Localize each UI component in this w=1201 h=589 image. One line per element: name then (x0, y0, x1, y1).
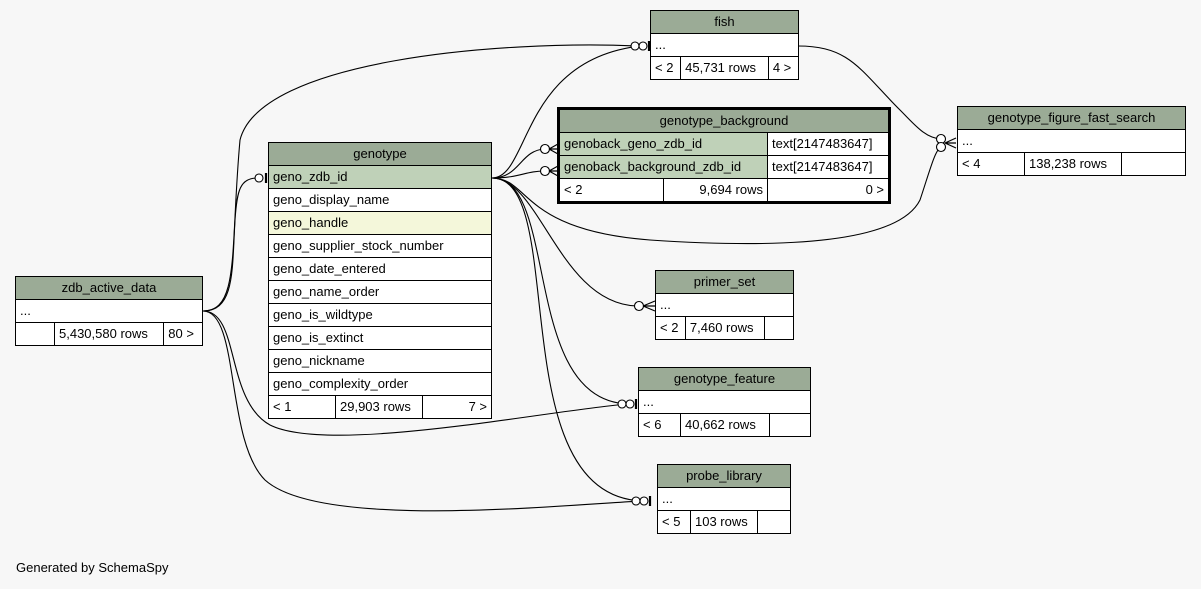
column-ellipsis: ... (15, 299, 203, 323)
children-count[interactable]: 80 > (163, 322, 203, 346)
crowfoot-fork (944, 137, 957, 149)
column-geno-is-extinct[interactable]: geno_is_extinct (268, 326, 492, 350)
crowfoot-circle (539, 143, 551, 155)
crowfoot-circle (630, 41, 640, 51)
column-geno-is-wildtype[interactable]: geno_is_wildtype (268, 303, 492, 327)
row-count: 138,238 rows (1024, 152, 1122, 176)
table-title[interactable]: fish (650, 10, 799, 34)
crowfoot-circle (633, 300, 645, 312)
edge-genotype-feature (491, 177, 629, 405)
table-probe-library[interactable]: probe_library ... < 5 103 rows (657, 464, 791, 534)
row-count: 7,460 rows (684, 316, 766, 340)
column-ellipsis: ... (655, 293, 794, 317)
parents-count[interactable]: < 5 (657, 510, 691, 534)
edge-zdb-probe-library (202, 310, 643, 512)
parents-count[interactable]: < 1 (268, 395, 336, 419)
table-title[interactable]: probe_library (657, 464, 791, 488)
table-title[interactable]: genotype_feature (638, 367, 811, 391)
crowfoot-fork (548, 143, 559, 155)
row-count: 103 rows (690, 510, 758, 534)
edge-genotype-gffs (491, 146, 942, 245)
column-type: text[2147483647] (767, 132, 889, 156)
children-count[interactable] (1121, 152, 1186, 176)
edge-genotype-probe (491, 177, 643, 502)
edge-zdb-genotype-feature (202, 310, 629, 436)
column-geno-date-entered[interactable]: geno_date_entered (268, 257, 492, 281)
table-title[interactable]: genotype_background (559, 109, 889, 133)
row-count: 29,903 rows (335, 395, 423, 419)
column-geno-supplier-stock-number[interactable]: geno_supplier_stock_number (268, 234, 492, 258)
column-geno-display-name[interactable]: geno_display_name (268, 188, 492, 212)
column-geno-name-order[interactable]: geno_name_order (268, 280, 492, 304)
column-ellipsis: ... (650, 33, 799, 57)
generated-by-label: Generated by SchemaSpy (16, 560, 169, 575)
crowfoot-circle (254, 173, 264, 183)
parents-count[interactable]: < 4 (957, 152, 1025, 176)
children-count[interactable] (764, 316, 794, 340)
column-type: text[2147483647] (767, 155, 889, 179)
column-ellipsis: ... (657, 487, 791, 511)
column-geno-handle[interactable]: geno_handle (268, 211, 492, 235)
crowfoot-circle (625, 399, 635, 409)
column-ellipsis: ... (638, 390, 811, 414)
parents-count[interactable]: < 2 (649, 56, 682, 80)
column-genoback-background-zdb-id[interactable]: genoback_background_zdb_id (559, 155, 768, 179)
column-genoback-geno-zdb-id[interactable]: genoback_geno_zdb_id (559, 132, 768, 156)
edge-zdb-fish (202, 44, 639, 312)
edge-genotype-fish (491, 45, 641, 179)
table-primer-set[interactable]: primer_set ... < 2 7,460 rows (655, 270, 794, 340)
children-count[interactable] (769, 413, 811, 437)
children-count[interactable]: 7 > (422, 395, 492, 419)
table-genotype[interactable]: genotype geno_zdb_id geno_display_name g… (268, 142, 492, 419)
table-genotype-background[interactable]: genotype_background genoback_geno_zdb_id… (557, 107, 891, 204)
column-geno-complexity-order[interactable]: geno_complexity_order (268, 372, 492, 396)
crowfoot-circle (539, 165, 551, 177)
table-zdb-active-data[interactable]: zdb_active_data ... 5,430,580 rows 80 > (15, 276, 203, 346)
table-title[interactable]: zdb_active_data (15, 276, 203, 300)
column-ellipsis: ... (957, 129, 1186, 153)
parents-count[interactable]: < 2 (559, 178, 664, 202)
crowfoot-fork (642, 300, 656, 312)
table-fish[interactable]: fish ... < 2 45,731 rows 4 > (649, 10, 800, 80)
column-geno-nickname[interactable]: geno_nickname (268, 349, 492, 373)
table-title[interactable]: genotype_figure_fast_search (957, 106, 1186, 130)
edge-fish-gffs (797, 45, 942, 140)
crowfoot-circle (639, 496, 649, 506)
edge-zdb-genotype (202, 177, 259, 312)
row-count: 40,662 rows (680, 413, 770, 437)
crowfoot-circle (638, 41, 648, 51)
parents-count[interactable]: < 2 (655, 316, 686, 340)
table-genotype-figure-fast-search[interactable]: genotype_figure_fast_search ... < 4 138,… (957, 106, 1186, 176)
row-count: 5,430,580 rows (53, 322, 165, 346)
crowfoot-circle (631, 496, 641, 506)
crowfoot-circle (935, 141, 947, 153)
table-genotype-feature[interactable]: genotype_feature ... < 6 40,662 rows (638, 367, 811, 437)
column-geno-zdb-id[interactable]: geno_zdb_id (268, 165, 492, 189)
row-count: 45,731 rows (680, 56, 769, 80)
children-count[interactable]: 4 > (767, 56, 800, 80)
children-count[interactable]: 0 > (767, 178, 889, 202)
parents-count[interactable]: < 6 (638, 413, 681, 437)
table-title[interactable]: primer_set (655, 270, 794, 294)
row-count: 9,694 rows (663, 178, 768, 202)
crowfoot-fork (548, 165, 559, 177)
edge-genotype-genoback-1 (491, 148, 546, 179)
children-count[interactable] (757, 510, 791, 534)
table-title[interactable]: genotype (268, 142, 492, 166)
crowfoot-circle (617, 399, 627, 409)
parents-count[interactable] (15, 322, 55, 346)
